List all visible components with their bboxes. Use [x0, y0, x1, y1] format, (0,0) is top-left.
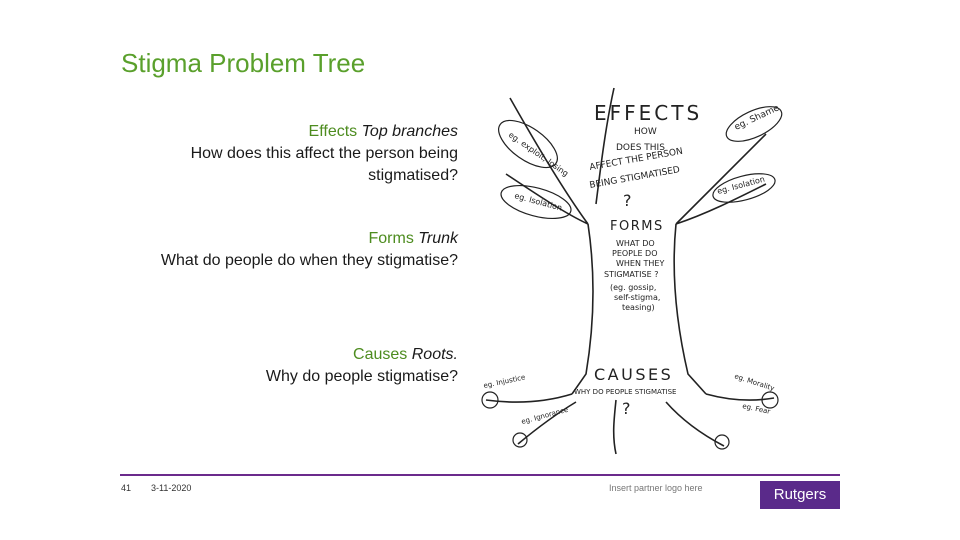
leaf-text: eg. Shame: [733, 103, 781, 133]
tree-effects-sub: HOW: [634, 127, 657, 137]
tree-forms-example: teasing): [622, 303, 655, 312]
root-text: eg. Morality: [733, 372, 775, 392]
page-number: 41: [121, 483, 132, 493]
forms-description: Forms Trunk What do people do when they …: [98, 228, 458, 272]
effects-keyword: Effects: [308, 123, 358, 140]
forms-label: Trunk: [418, 230, 458, 247]
effects-question: How does this affect the person being st…: [190, 145, 458, 184]
leaf-text: eg. exploit, losing: [507, 130, 570, 178]
effects-description: Effects Top branches How does this affec…: [118, 121, 458, 187]
tree-causes-sub: WHY DO PEOPLE STIGMATISE: [574, 388, 676, 396]
tree-trunk: [571, 223, 707, 395]
causes-description: Causes Roots. Why do people stigmatise?: [198, 344, 458, 388]
tree-question-mark: ?: [623, 191, 632, 210]
causes-keyword: Causes: [353, 346, 408, 363]
causes-label: Roots.: [411, 346, 458, 363]
forms-question: What do people do when they stigmatise?: [160, 252, 458, 269]
tree-forms-sub: WHAT DO: [616, 239, 655, 248]
root-text: eg. Injustice: [483, 373, 526, 390]
root-curl: [512, 432, 528, 448]
leaf: [500, 184, 572, 220]
footer-divider: [120, 474, 840, 476]
root-curl: [761, 391, 779, 409]
leaf: [498, 119, 558, 169]
tree-effects-heading: EFFECTS: [594, 101, 702, 125]
root-text: eg. Fear: [742, 402, 771, 416]
tree-forms-heading: FORMS: [610, 219, 664, 234]
slide-title: Stigma Problem Tree: [121, 48, 366, 78]
leaf-text: eg. Isolation: [716, 175, 766, 196]
tree-forms-example: self-stigma,: [614, 293, 660, 302]
root-curl: [714, 434, 730, 450]
tree-roots: [485, 393, 775, 455]
problem-tree-drawing: EFFECTS HOW DOES THIS AFFECT THE PERSON …: [481, 87, 783, 455]
tree-effects-sub: DOES THIS: [616, 143, 665, 153]
forms-keyword: Forms: [368, 230, 414, 247]
leaf: [725, 106, 783, 142]
tree-forms-example: (eg. gossip,: [610, 283, 656, 292]
tree-question-mark: ?: [622, 399, 631, 418]
rutgers-logo: Rutgers: [760, 481, 840, 509]
slide-date: 3-11-2020: [151, 483, 192, 493]
leaf: [712, 173, 776, 203]
tree-causes-heading: CAUSES: [594, 365, 673, 384]
tree-forms-sub: STIGMATISE ?: [604, 270, 658, 279]
causes-question: Why do people stigmatise?: [265, 368, 458, 385]
tree-forms-sub: WHEN THEY: [616, 259, 664, 268]
partner-logo-placeholder: Insert partner logo here: [609, 483, 703, 493]
root-curl: [481, 391, 499, 409]
effects-label: Top branches: [361, 123, 458, 140]
tree-forms-sub: PEOPLE DO: [612, 249, 658, 258]
